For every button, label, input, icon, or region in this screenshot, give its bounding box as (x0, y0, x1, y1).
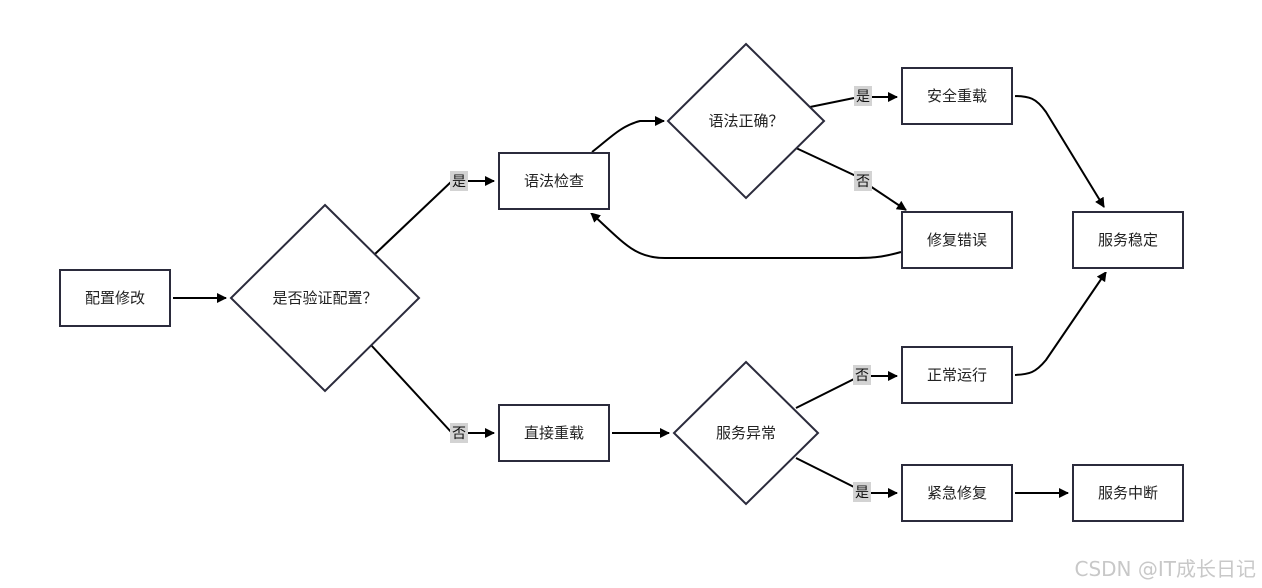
node-normal-run: 正常运行 (901, 346, 1015, 407)
svg-text:否: 否 (452, 426, 466, 442)
node-emergency-fix: 紧急修复 (901, 464, 1015, 525)
node-verify-config-decision: 是否验证配置？ (229, 203, 421, 393)
edge-fix-back-to-check (590, 212, 902, 259)
edge-syntax-yes (809, 92, 898, 108)
edge-verify-no (370, 344, 495, 438)
edge-safe-to-stable (1011, 95, 1105, 208)
edge-label-syntax-no: 否 (854, 171, 872, 191)
edge-normal-to-stable (1011, 271, 1107, 376)
svg-text:是: 是 (452, 174, 466, 190)
edge-abnormal-yes (795, 457, 898, 498)
svg-text:否: 否 (855, 368, 869, 384)
svg-text:是: 是 (856, 89, 870, 105)
node-direct-reload: 直接重载 (498, 404, 612, 465)
node-safe-reload: 安全重载 (901, 67, 1015, 128)
edge-label-abnormal-no: 否 (853, 365, 871, 385)
node-service-stable: 服务稳定 (1072, 211, 1186, 272)
edge-syntax-no (795, 147, 907, 211)
node-config-change: 配置修改 (59, 269, 173, 330)
svg-text:服务异常: 服务异常 (716, 424, 776, 442)
svg-text:是: 是 (855, 485, 869, 501)
node-syntax-ok-decision: 语法正确？ (666, 42, 826, 200)
svg-text:语法正确？: 语法正确？ (708, 112, 783, 130)
edge-label-abnormal-yes: 是 (853, 482, 871, 502)
edge-check-to-syntax (591, 116, 665, 153)
node-syntax-check: 语法检查 (498, 152, 612, 213)
svg-text:正常运行: 正常运行 (927, 366, 987, 384)
svg-text:配置修改: 配置修改 (85, 289, 145, 307)
edge-label-verify-no: 否 (450, 423, 468, 443)
edge-label-verify-yes: 是 (450, 171, 468, 191)
node-service-abnormal-decision: 服务异常 (672, 360, 820, 506)
svg-text:服务中断: 服务中断 (1098, 484, 1158, 502)
svg-text:服务稳定: 服务稳定 (1098, 231, 1158, 249)
svg-text:是否验证配置？: 是否验证配置？ (272, 289, 377, 307)
svg-text:安全重载: 安全重载 (927, 87, 987, 105)
svg-text:否: 否 (856, 174, 870, 190)
svg-text:直接重载: 直接重载 (524, 424, 584, 442)
node-fix-error: 修复错误 (901, 211, 1015, 272)
svg-text:修复错误: 修复错误 (927, 231, 987, 249)
node-service-down: 服务中断 (1072, 464, 1186, 525)
watermark: CSDN @IT成长日记 (1074, 557, 1257, 581)
edge-label-syntax-yes: 是 (854, 86, 872, 106)
svg-text:语法检查: 语法检查 (524, 172, 584, 190)
edge-verify-yes (374, 176, 495, 255)
svg-text:紧急修复: 紧急修复 (927, 484, 987, 502)
edge-abnormal-no (795, 371, 898, 409)
